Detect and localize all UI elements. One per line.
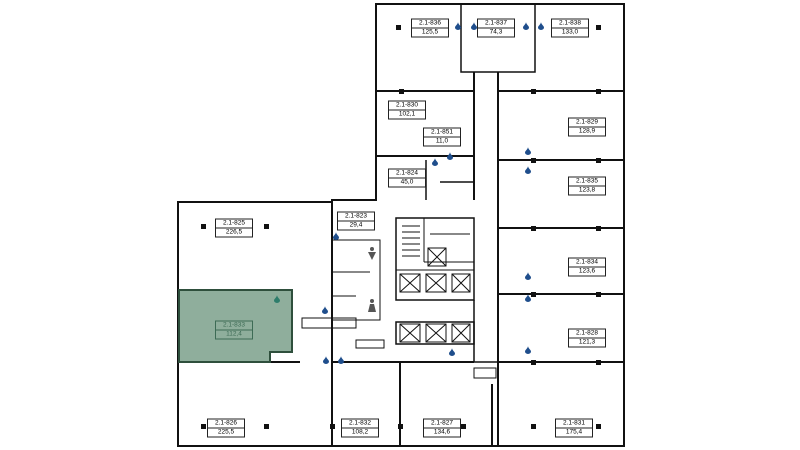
- room-id: 2.1-832: [348, 419, 372, 427]
- room-id: 2.1-824: [395, 169, 419, 177]
- water-drop-icon: [455, 22, 461, 30]
- restroom-icons: [368, 247, 376, 312]
- room-area: 226,5: [216, 227, 252, 237]
- room-id: 2.1-826: [214, 419, 238, 427]
- room-id: 2.1-838: [558, 19, 582, 27]
- room-area: 128,9: [569, 126, 605, 136]
- room-id: 2.1-851: [430, 128, 454, 136]
- room-area: 134,6: [424, 427, 460, 437]
- room-area: 225,5: [208, 427, 244, 437]
- room-area: 108,2: [342, 427, 378, 437]
- water-drop-icon: [432, 158, 438, 166]
- room-area: 112,4: [216, 329, 252, 339]
- water-drop-icon: [449, 348, 455, 356]
- water-drop-icon: [525, 346, 531, 354]
- room-id: 2.1-825: [222, 219, 246, 227]
- water-drop-icon: [525, 294, 531, 302]
- water-drop-icon: [525, 166, 531, 174]
- room-area: 121,3: [569, 337, 605, 347]
- room-area: 175,4: [556, 427, 592, 437]
- room-id: 2.1-831: [562, 419, 586, 427]
- room-area: 11,0: [424, 136, 460, 146]
- water-drop-icon: [338, 356, 344, 364]
- water-drop-icon: [525, 272, 531, 280]
- water-drop-icon: [523, 22, 529, 30]
- room-area: 133,0: [552, 27, 588, 37]
- room-id: 2.1-829: [575, 118, 599, 126]
- room-area: 123,6: [569, 266, 605, 276]
- water-drop-icon: [538, 22, 544, 30]
- room-area: 74,3: [478, 27, 514, 37]
- room-id: 2.1-835: [575, 177, 599, 185]
- room-id: 2.1-830: [395, 101, 419, 109]
- room-2-1-833-highlight: [178, 289, 293, 363]
- water-drop-icon: [322, 306, 328, 314]
- water-drop-icon: [447, 152, 453, 160]
- room-area: 123,8: [569, 185, 605, 195]
- room-id: 2.1-823: [344, 212, 368, 220]
- room-area: 125,5: [412, 27, 448, 37]
- room-id: 2.1-837: [484, 19, 508, 27]
- room-id: 2.1-827: [430, 419, 454, 427]
- water-drop-icon: [274, 295, 280, 303]
- outer-wall: [177, 3, 625, 447]
- room-area: 29,4: [338, 220, 374, 230]
- room-id: 2.1-836: [418, 19, 442, 27]
- water-drop-icon: [333, 232, 339, 240]
- room-area: 45,0: [389, 177, 425, 187]
- room-id: 2.1-834: [575, 258, 599, 266]
- room-id: 2.1-833: [222, 321, 246, 329]
- water-drop-icon: [323, 356, 329, 364]
- room-id: 2.1-828: [575, 329, 599, 337]
- water-drop-icon: [525, 147, 531, 155]
- room-area: 102,1: [389, 109, 425, 119]
- water-drop-icon: [471, 22, 477, 30]
